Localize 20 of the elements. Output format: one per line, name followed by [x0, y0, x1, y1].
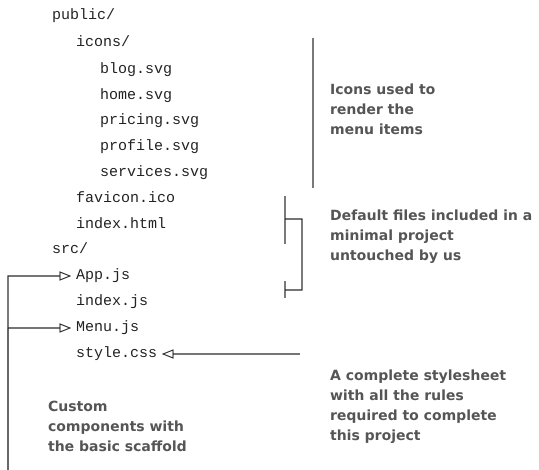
file-name: home.svg: [100, 87, 172, 105]
folder-name: public/: [52, 7, 116, 25]
file-name: blog.svg: [100, 61, 172, 79]
arrow: [162, 350, 300, 358]
annotation-text: Custom components with the basic scaffold: [8, 395, 198, 470]
annotation-text: A complete stylesheet with all the rules required to complete this project: [300, 352, 520, 446]
folder-name: src/: [52, 241, 88, 259]
file-name: pricing.svg: [100, 112, 200, 130]
annotation-text: Default files included in a minimal project untouched by us: [330, 207, 534, 266]
file-name: Menu.js: [76, 319, 140, 337]
file-name: profile.svg: [100, 138, 200, 156]
file-name: App.js: [76, 267, 130, 285]
file-name: services.svg: [100, 164, 208, 182]
file-name: favicon.ico: [76, 190, 176, 208]
file-name: index.js: [76, 293, 148, 311]
annotation-text: Icons used to render the menu items: [330, 81, 436, 140]
folder-name: icons/: [76, 34, 130, 52]
file-name: style.css: [76, 345, 158, 363]
arrow: [7, 324, 70, 470]
file-name: index.html: [76, 216, 166, 234]
